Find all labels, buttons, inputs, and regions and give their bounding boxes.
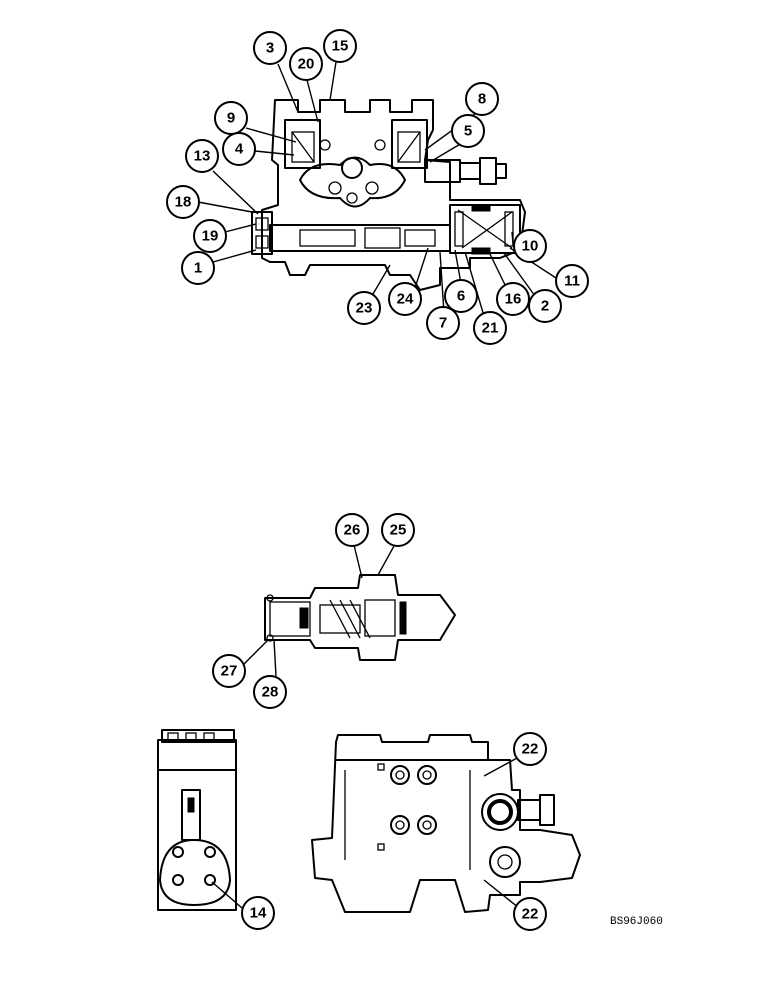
callout-15: 15 xyxy=(323,29,357,63)
svg-text:6: 6 xyxy=(457,288,465,305)
callout-20: 20 xyxy=(289,47,323,81)
leader-lines-top xyxy=(197,61,557,317)
svg-text:14: 14 xyxy=(250,905,267,922)
callout-22-bottom: 22 xyxy=(513,897,547,931)
callout-4: 4 xyxy=(222,132,256,166)
svg-text:1: 1 xyxy=(194,260,202,277)
callout-7: 7 xyxy=(426,306,460,340)
callout-10: 10 xyxy=(513,229,547,263)
valve-cross-section-view xyxy=(251,99,526,291)
svg-text:24: 24 xyxy=(397,291,414,308)
callout-22-top: 22 xyxy=(513,732,547,766)
callout-5: 5 xyxy=(451,114,485,148)
svg-text:7: 7 xyxy=(439,315,447,332)
svg-text:27: 27 xyxy=(221,663,238,680)
callout-14: 14 xyxy=(241,896,275,930)
svg-text:19: 19 xyxy=(202,228,219,245)
callout-9: 9 xyxy=(214,101,248,135)
callout-13: 13 xyxy=(185,139,219,173)
callout-1: 1 xyxy=(181,251,215,285)
leader-lines-middle xyxy=(243,544,395,677)
callout-24: 24 xyxy=(388,282,422,316)
callout-26: 26 xyxy=(335,513,369,547)
svg-text:4: 4 xyxy=(235,141,244,158)
svg-text:21: 21 xyxy=(482,320,499,337)
svg-text:15: 15 xyxy=(332,38,349,55)
valve-front-view xyxy=(311,734,581,913)
svg-text:11: 11 xyxy=(564,273,580,290)
valve-side-view xyxy=(157,729,237,911)
svg-text:10: 10 xyxy=(522,238,539,255)
callout-11: 11 xyxy=(555,264,589,298)
document-code: BS96J060 xyxy=(610,916,663,928)
callout-8: 8 xyxy=(465,82,499,116)
svg-text:3: 3 xyxy=(266,40,274,57)
callout-25: 25 xyxy=(381,513,415,547)
svg-text:18: 18 xyxy=(175,194,192,211)
callout-16: 16 xyxy=(496,282,530,316)
callout-6: 6 xyxy=(444,279,478,313)
svg-text:16: 16 xyxy=(505,291,522,308)
svg-text:22: 22 xyxy=(522,741,539,758)
svg-text:2: 2 xyxy=(541,298,549,315)
svg-text:22: 22 xyxy=(522,906,539,923)
svg-text:23: 23 xyxy=(356,300,373,317)
relief-valve-cartridge-view xyxy=(264,574,456,661)
svg-text:20: 20 xyxy=(298,56,315,73)
callout-19: 19 xyxy=(193,219,227,253)
callout-3: 3 xyxy=(253,31,287,65)
svg-text:28: 28 xyxy=(262,684,279,701)
callout-28: 28 xyxy=(253,675,287,709)
svg-text:8: 8 xyxy=(478,91,486,108)
callout-23: 23 xyxy=(347,291,381,325)
callout-27: 27 xyxy=(212,654,246,688)
callout-21: 21 xyxy=(473,311,507,345)
svg-text:9: 9 xyxy=(227,110,235,127)
callout-18: 18 xyxy=(166,185,200,219)
svg-text:25: 25 xyxy=(390,522,407,539)
svg-text:5: 5 xyxy=(464,123,472,140)
svg-text:13: 13 xyxy=(194,148,211,165)
leader-lines-bottom xyxy=(211,756,520,909)
callout-2: 2 xyxy=(528,289,562,323)
svg-text:26: 26 xyxy=(344,522,361,539)
